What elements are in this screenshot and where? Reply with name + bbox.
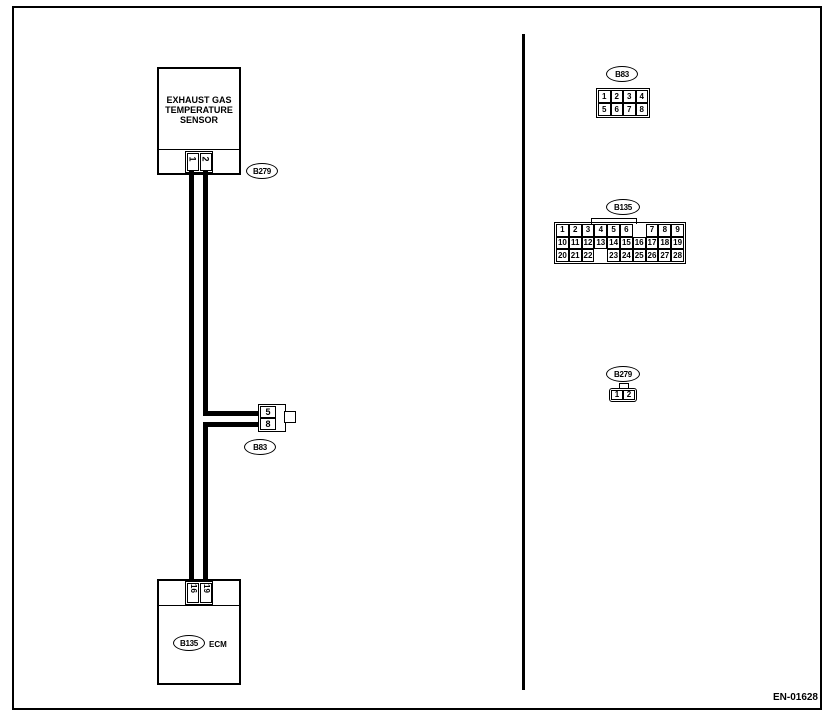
b135-cell: 9 — [671, 224, 684, 237]
ecm-label: ECM — [209, 640, 227, 649]
b83-cell: 8 — [635, 103, 648, 116]
b135-cell — [594, 249, 608, 262]
b83-view-tag: B83 — [606, 66, 638, 82]
b135-cell: 11 — [568, 236, 582, 250]
ecm-pin-16: 16 — [187, 583, 199, 603]
b83-connector-latch — [284, 411, 296, 423]
b135-cell: 21 — [568, 249, 582, 262]
b135-cell: 13 — [594, 236, 608, 250]
b135-view-tag: B135 — [606, 199, 640, 215]
b135-cell: 3 — [581, 224, 595, 237]
b135-cell: 16 — [632, 236, 646, 250]
ecm-unit: 16 19 B135 ECM — [157, 579, 241, 685]
b135-cell: 4 — [594, 224, 608, 237]
section-divider — [522, 34, 525, 690]
wire-from-b83-8 — [203, 422, 260, 427]
b135-cell: 18 — [658, 236, 672, 250]
b135-cell: 20 — [556, 249, 569, 262]
b135-cell: 22 — [581, 249, 595, 262]
b135-cell: 19 — [671, 236, 684, 250]
b279-view-tag: B279 — [606, 366, 640, 382]
sensor-pin-2: 2 — [200, 153, 212, 171]
wire-b83-8-to-ecm19 — [203, 422, 208, 582]
b83-connector-face: 1 2 3 4 5 6 7 8 — [596, 88, 650, 118]
b83-pin-5: 5 — [260, 406, 276, 418]
ecm-connector-band — [159, 605, 239, 606]
b83-cell: 4 — [635, 90, 648, 103]
exhaust-gas-temperature-sensor: EXHAUST GAS TEMPERATURE SENSOR 1 2 — [157, 67, 241, 175]
b279-cell: 1 — [611, 390, 623, 400]
b135-cell: 24 — [620, 249, 633, 262]
b83-cell: 1 — [598, 90, 611, 103]
b135-cell: 17 — [645, 236, 659, 250]
sensor-title: EXHAUST GAS TEMPERATURE SENSOR — [165, 95, 233, 125]
b135-cell: 26 — [645, 249, 659, 262]
b279-latch — [619, 383, 629, 389]
sensor-pin-1: 1 — [187, 153, 199, 171]
b135-cell: 23 — [607, 249, 620, 262]
b135-cell — [632, 224, 646, 237]
b135-cell: 15 — [620, 236, 633, 250]
b279-cell: 2 — [623, 390, 635, 400]
ecm-pin-19: 19 — [200, 583, 212, 603]
b135-cell: 10 — [556, 236, 569, 250]
wire-to-b83-5 — [203, 411, 260, 416]
b135-cell: 6 — [620, 224, 633, 237]
b83-pin-8: 8 — [260, 418, 276, 430]
b135-cell: 2 — [568, 224, 582, 237]
diagram-frame — [12, 6, 822, 710]
b135-cell: 25 — [632, 249, 646, 262]
connector-b135-tag: B135 — [173, 635, 205, 651]
b135-cell: 14 — [607, 236, 620, 250]
b83-cell: 6 — [610, 103, 623, 116]
b83-cell: 5 — [598, 103, 611, 116]
connector-b279-tag: B279 — [246, 163, 278, 179]
wire-pin1-to-ecm16 — [189, 171, 194, 582]
b83-cell: 2 — [610, 90, 623, 103]
b135-latch — [591, 218, 637, 225]
b83-cell: 7 — [623, 103, 636, 116]
b135-cell: 1 — [556, 224, 569, 237]
b135-cell: 28 — [671, 249, 684, 262]
b135-cell: 12 — [581, 236, 595, 250]
sensor-connector-band — [159, 149, 239, 150]
b135-cell: 7 — [645, 224, 659, 237]
b279-connector-face: 1 2 — [609, 388, 637, 402]
figure-code: EN-01628 — [772, 692, 818, 703]
wire-pin2-to-b83-5 — [203, 171, 208, 415]
b135-cell: 27 — [658, 249, 672, 262]
b83-cell: 3 — [623, 90, 636, 103]
b135-cell: 8 — [658, 224, 672, 237]
connector-b83-tag: B83 — [244, 439, 276, 455]
b135-cell: 5 — [607, 224, 620, 237]
